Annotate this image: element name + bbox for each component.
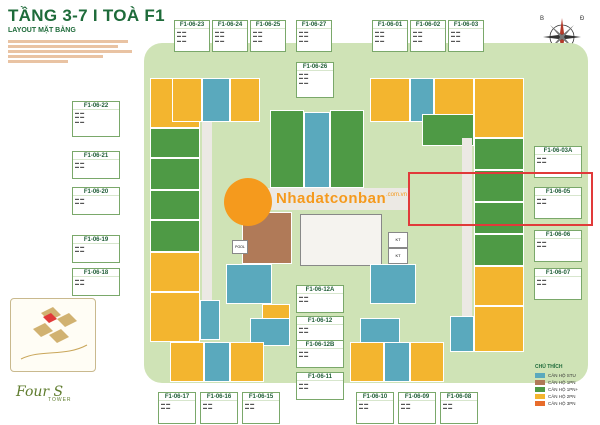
unit-card-f1-06-08[interactable]: F1-06-08▬ ▬▬ ▬ bbox=[440, 392, 478, 424]
unit-card-f1-06-21[interactable]: F1-06-21▬ ▬▬ ▬ bbox=[72, 151, 120, 179]
unit-card-f1-06-03[interactable]: F1-06-03▬ ▬▬ ▬▬ ▬ bbox=[448, 20, 484, 52]
unit-card-f1-06-17[interactable]: F1-06-17▬ ▬▬ ▬ bbox=[158, 392, 196, 424]
room bbox=[202, 78, 230, 122]
page-title: TẦNG 3-7 I TOÀ F1 bbox=[8, 6, 165, 25]
room bbox=[330, 110, 364, 188]
unit-card-f1-06-02[interactable]: F1-06-02▬ ▬▬ ▬▬ ▬ bbox=[410, 20, 446, 52]
legend-swatch bbox=[535, 394, 545, 399]
brand-logo: Four S bbox=[16, 384, 64, 400]
unit-card-f1-06-11[interactable]: F1-06-11▬ ▬▬ ▬ bbox=[296, 372, 344, 400]
unit-card-f1-06-07[interactable]: F1-06-07▬ ▬▬ ▬ bbox=[534, 268, 582, 300]
unit-card-f1-06-09[interactable]: F1-06-09▬ ▬▬ ▬ bbox=[398, 392, 436, 424]
legend-item: CĂN HỘ 1PN bbox=[535, 379, 593, 386]
right-wing bbox=[370, 78, 530, 384]
room bbox=[410, 342, 444, 382]
unit-card-f1-06-05[interactable]: F1-06-05▬ ▬▬ ▬ bbox=[534, 187, 582, 219]
key-plan bbox=[10, 298, 96, 372]
unit-card-f1-06-19[interactable]: F1-06-19▬ ▬▬ ▬ bbox=[72, 235, 120, 263]
unit-card-f1-06-10[interactable]: F1-06-10▬ ▬▬ ▬ bbox=[356, 392, 394, 424]
legend-swatch bbox=[535, 401, 545, 406]
room bbox=[204, 342, 230, 382]
kt-room: KT bbox=[388, 232, 408, 248]
room bbox=[170, 342, 204, 382]
unit-card-f1-06-27[interactable]: F1-06-27▬ ▬▬ ▬▬ ▬ bbox=[296, 20, 332, 52]
compass-north: B bbox=[540, 16, 544, 22]
watermark-domain: .com.vn bbox=[386, 192, 408, 198]
room bbox=[250, 318, 290, 346]
room bbox=[270, 110, 304, 188]
room bbox=[350, 342, 384, 382]
page-subtitle: LAYOUT MẶT BẰNG bbox=[8, 27, 76, 34]
legend-swatch bbox=[535, 387, 545, 392]
legend-title: CHÚ THÍCH bbox=[535, 364, 563, 370]
compass-east: Đ bbox=[580, 16, 585, 22]
corridor bbox=[240, 188, 410, 210]
legend-swatch bbox=[535, 380, 545, 385]
left-wing bbox=[150, 78, 220, 384]
watermark-text: Nhadatconban bbox=[276, 190, 387, 207]
unit-card-f1-06-23[interactable]: F1-06-23▬ ▬▬ ▬▬ ▬ bbox=[174, 20, 210, 52]
legend-item: CĂN HỘ STU bbox=[535, 372, 593, 379]
room bbox=[370, 264, 416, 304]
pool-label: POOL bbox=[232, 240, 248, 254]
legend-item: CĂN HỘ 1PN+ bbox=[535, 386, 593, 393]
unit-card-f1-06-25[interactable]: F1-06-25▬ ▬▬ ▬▬ ▬ bbox=[250, 20, 286, 52]
room bbox=[230, 342, 264, 382]
highlight-box bbox=[408, 172, 593, 226]
legend-swatch bbox=[535, 373, 545, 378]
unit-card-f1-06-18[interactable]: F1-06-18▬ ▬▬ ▬ bbox=[72, 268, 120, 296]
unit-card-f1-06-26[interactable]: F1-06-26▬ ▬▬ ▬▬ ▬ bbox=[296, 62, 334, 98]
room bbox=[384, 342, 410, 382]
legend: CHÚ THÍCH CĂN HỘ STU CĂN HỘ 1PN CĂN HỘ 1… bbox=[535, 364, 593, 407]
unit-card-f1-06-20[interactable]: F1-06-20▬ ▬▬ ▬ bbox=[72, 187, 120, 215]
unit-card-f1-06-06[interactable]: F1-06-06▬ ▬▬ ▬ bbox=[534, 230, 582, 262]
unit-card-f1-06-24[interactable]: F1-06-24▬ ▬▬ ▬▬ ▬ bbox=[212, 20, 248, 52]
core bbox=[300, 214, 382, 266]
unit-card-f1-06-01[interactable]: F1-06-01▬ ▬▬ ▬▬ ▬ bbox=[372, 20, 408, 52]
unit-card-f1-06-12b[interactable]: F1-06-12B▬ ▬▬ ▬ bbox=[296, 340, 344, 368]
notes-block bbox=[8, 40, 136, 63]
brand-tower: TOWER bbox=[48, 397, 72, 403]
kt-room: KT bbox=[388, 248, 408, 264]
room bbox=[230, 78, 260, 122]
room bbox=[226, 264, 272, 304]
room bbox=[304, 112, 330, 188]
watermark-logo-icon bbox=[224, 178, 272, 226]
unit-card-f1-06-22[interactable]: F1-06-22▬ ▬▬ ▬▬ ▬ bbox=[72, 101, 120, 137]
unit-card-f1-06-12a[interactable]: F1-06-12A▬ ▬▬ ▬ bbox=[296, 285, 344, 313]
legend-item: CĂN HỘ 2PN bbox=[535, 393, 593, 400]
unit-card-f1-06-16[interactable]: F1-06-16▬ ▬▬ ▬ bbox=[200, 392, 238, 424]
room bbox=[172, 78, 202, 122]
legend-item: CĂN HỘ 3PN bbox=[535, 400, 593, 407]
unit-card-f1-06-15[interactable]: F1-06-15▬ ▬▬ ▬ bbox=[242, 392, 280, 424]
